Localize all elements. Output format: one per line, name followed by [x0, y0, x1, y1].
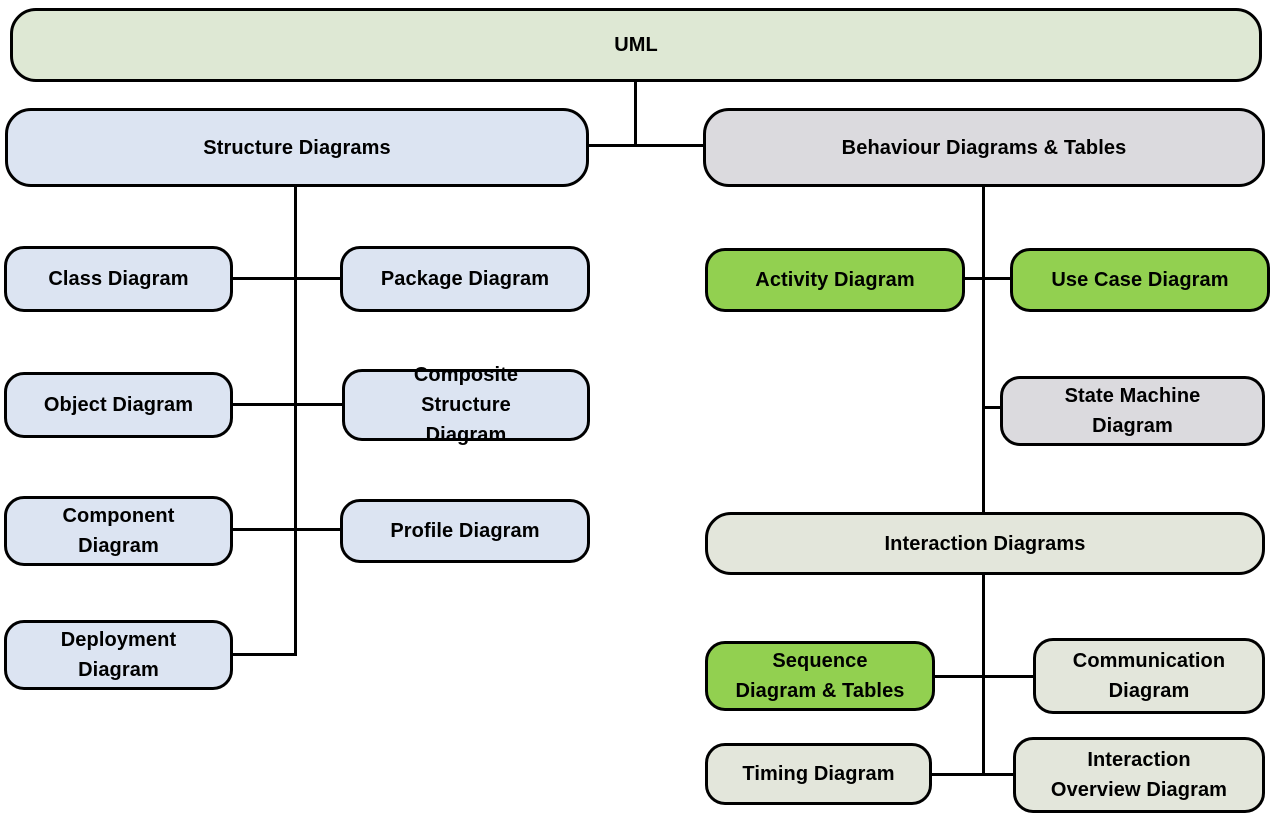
connector-behaviour-trunk [982, 187, 985, 776]
node-timing-diagram: Timing Diagram [705, 743, 932, 805]
node-object-diagram-label: Object Diagram [43, 394, 194, 416]
node-state-machine-diagram: State Machine Diagram [1000, 376, 1265, 446]
connector-state-machine [982, 406, 1000, 409]
node-profile-diagram-label: Profile Diagram [390, 520, 540, 542]
node-composite-structure-diagram-label: Composite Structure Diagram [413, 364, 519, 446]
node-state-machine-diagram-label: State Machine Diagram [1064, 385, 1201, 437]
node-behaviour-diagrams-tables-label: Behaviour Diagrams & Tables [841, 136, 1127, 159]
node-object-diagram: Object Diagram [4, 372, 233, 438]
node-interaction-overview-diagram-label: Interaction Overview Diagram [1050, 749, 1228, 801]
node-behaviour-diagrams-tables: Behaviour Diagrams & Tables [703, 108, 1265, 187]
node-sequence-diagram-tables: Sequence Diagram & Tables [705, 641, 935, 711]
connector-structure-trunk [294, 187, 297, 656]
node-deployment-diagram: Deployment Diagram [4, 620, 233, 690]
connector-activity-usecase [965, 277, 1010, 280]
connector-uml-vertical [634, 82, 637, 147]
node-use-case-diagram-label: Use Case Diagram [1051, 269, 1229, 291]
node-communication-diagram-label: Communication Diagram [1072, 650, 1226, 702]
node-package-diagram-label: Package Diagram [380, 268, 550, 290]
node-interaction-overview-diagram: Interaction Overview Diagram [1013, 737, 1265, 813]
connector-timing-overview [932, 773, 1015, 776]
node-composite-structure-diagram: Composite Structure Diagram [342, 364, 590, 446]
node-structure-diagrams-label: Structure Diagrams [203, 136, 391, 159]
connector-component-profile [233, 528, 340, 531]
node-uml: UML [10, 8, 1262, 82]
node-uml-label: UML [614, 34, 658, 56]
node-class-diagram: Class Diagram [4, 246, 233, 312]
node-timing-diagram-label: Timing Diagram [742, 763, 895, 785]
node-use-case-diagram: Use Case Diagram [1010, 248, 1270, 312]
node-interaction-diagrams-label: Interaction Diagrams [884, 532, 1086, 555]
node-class-diagram-label: Class Diagram [48, 268, 189, 290]
node-communication-diagram: Communication Diagram [1033, 638, 1265, 714]
node-component-diagram-label: Component Diagram [62, 505, 175, 557]
node-activity-diagram: Activity Diagram [705, 248, 965, 312]
connector-object-composite [233, 403, 342, 406]
node-structure-diagrams: Structure Diagrams [5, 108, 589, 187]
node-deployment-diagram-label: Deployment Diagram [60, 629, 177, 681]
node-sequence-diagram-tables-label: Sequence Diagram & Tables [735, 650, 905, 702]
connector-deployment [233, 653, 296, 656]
node-interaction-diagrams: Interaction Diagrams [705, 512, 1265, 575]
connector-structure-behaviour [588, 144, 704, 147]
connector-sequence-communication [935, 675, 1033, 678]
node-activity-diagram-label: Activity Diagram [755, 269, 915, 291]
node-component-diagram: Component Diagram [4, 496, 233, 566]
node-profile-diagram: Profile Diagram [340, 499, 590, 563]
node-package-diagram: Package Diagram [340, 246, 590, 312]
connector-class-package [233, 277, 340, 280]
